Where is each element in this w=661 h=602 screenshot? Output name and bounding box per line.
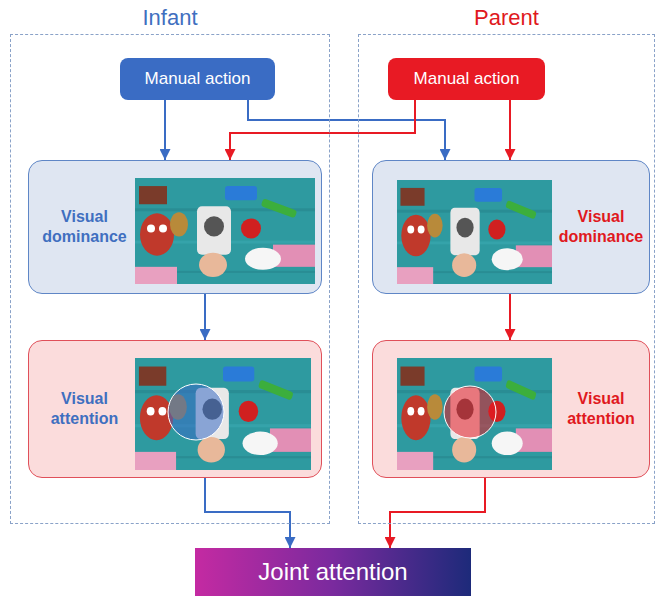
flow-arrow xyxy=(164,100,166,160)
box-label: Visual dominance xyxy=(35,207,134,247)
result-box: Joint attention xyxy=(195,548,471,596)
process-box: Visual dominance xyxy=(28,160,322,294)
flow-arrow xyxy=(509,294,511,340)
flow-arrow xyxy=(390,478,485,548)
box-label: Joint attention xyxy=(258,558,407,586)
box-label: Manual action xyxy=(145,69,251,89)
box-label: Visual attention xyxy=(555,389,647,429)
action-box: Manual action xyxy=(120,58,275,100)
scene-photo xyxy=(397,180,552,284)
panel-heading: Infant xyxy=(10,4,330,32)
flow-arrow xyxy=(509,100,511,160)
process-box: Visual dominance xyxy=(372,160,650,294)
panel-heading: Parent xyxy=(358,4,655,32)
flow-arrow xyxy=(230,100,415,160)
label-area: Visual attention xyxy=(35,341,134,477)
scene-photo xyxy=(397,358,552,470)
scene-photo xyxy=(135,178,315,284)
agent-panel: InfantManual actionVisual dominanceVisua… xyxy=(10,4,330,524)
gaze-highlight xyxy=(168,384,224,440)
gaze-highlight xyxy=(444,386,496,438)
box-label: Visual dominance xyxy=(555,207,647,247)
label-area: Visual dominance xyxy=(555,161,647,293)
agent-panel: ParentManual actionVisual dominanceVisua… xyxy=(358,4,655,524)
label-area: Visual dominance xyxy=(35,161,134,293)
box-label: Manual action xyxy=(414,69,520,89)
process-box: Visual attention xyxy=(372,340,650,478)
scene-photo xyxy=(135,358,311,470)
action-box: Manual action xyxy=(388,58,545,100)
label-area: Visual attention xyxy=(555,341,647,477)
flow-arrow xyxy=(204,294,206,340)
box-label: Visual attention xyxy=(35,389,134,429)
flow-arrow xyxy=(205,478,290,548)
process-box: Visual attention xyxy=(28,340,322,478)
